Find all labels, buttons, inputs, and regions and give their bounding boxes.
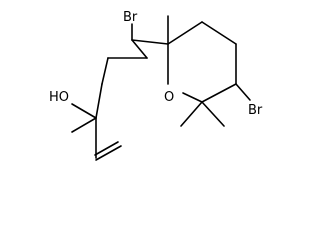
atom-label-hydroxyl: HO [49,90,69,105]
bond-chain-to-ring [131,39,169,45]
atom-label-br-chain: Br [123,10,138,25]
bond-vinyl-double-inner [94,141,119,156]
bond-skeleton [71,15,251,161]
bond-vinyl-double-outer [95,145,122,161]
bond-chain-4 [131,39,148,59]
chemical-structure-diagram: Br HO O Br [49,10,263,161]
atom-label-ring-oxygen: O [164,90,174,105]
bond-c-methyl-alcohol [71,117,97,133]
bond-ring-1 [167,21,203,45]
bond-chain-2 [101,57,109,85]
bond-ring-5 [182,92,203,103]
bond-ring-4 [201,83,237,103]
bond-gem-methyl-2 [201,101,225,127]
bond-ring-2 [201,21,237,45]
atom-label-br-ring: Br [248,103,263,118]
bond-gem-methyl-1 [180,101,203,127]
bond-c-br-ring [235,83,251,101]
bond-c-chain-1 [95,83,103,119]
bond-c-oh [71,103,97,119]
